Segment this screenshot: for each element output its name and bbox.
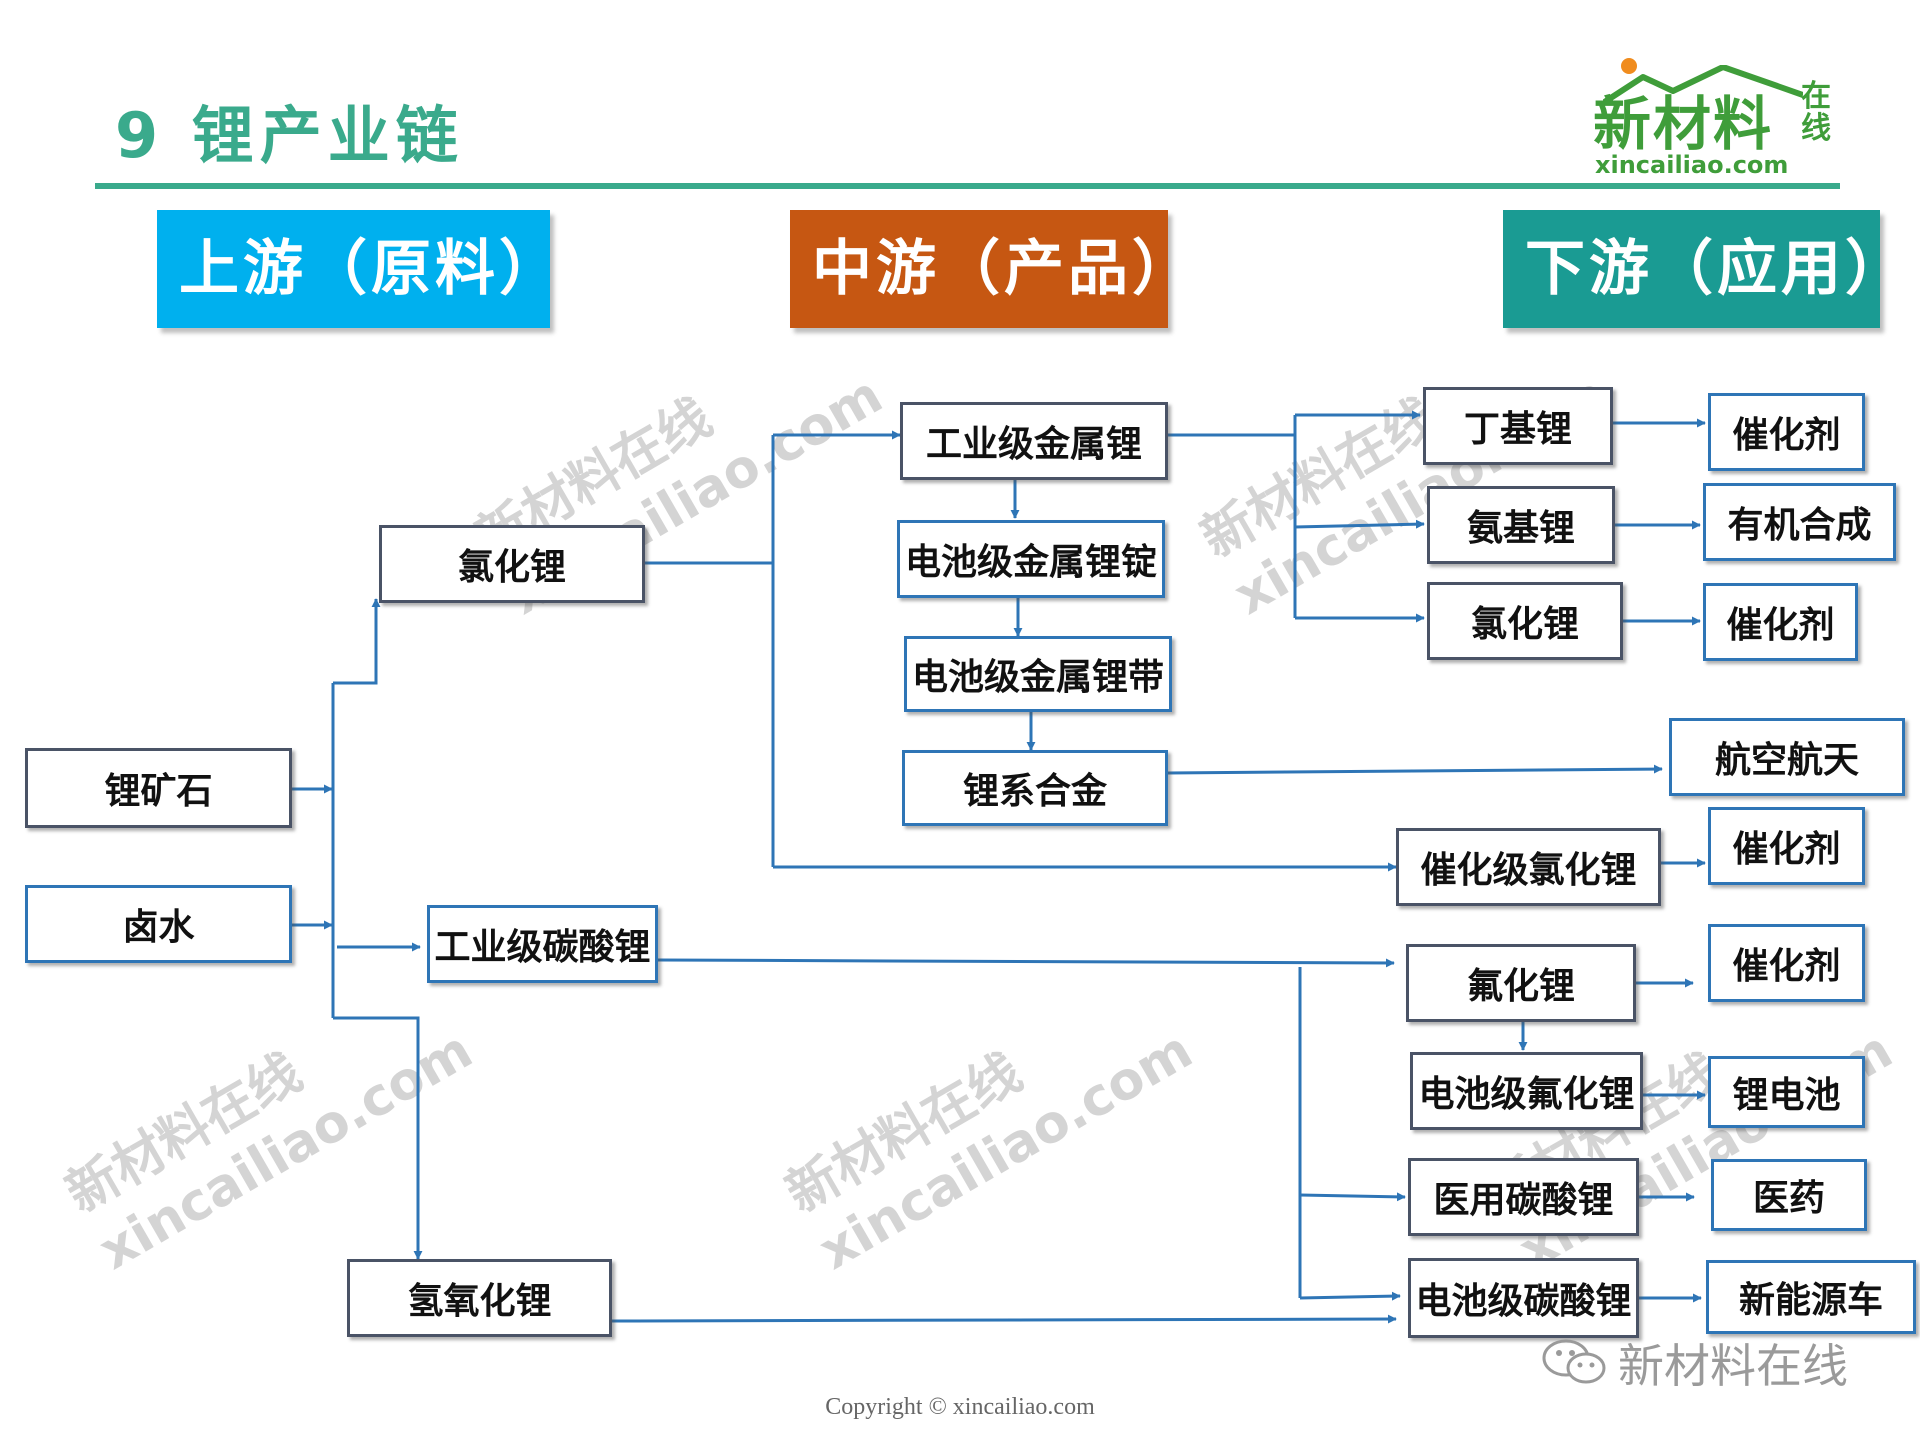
connector bbox=[1167, 764, 1663, 775]
node-battery-lithium-fluoride: 电池级氟化锂 bbox=[1410, 1052, 1643, 1130]
logo-side-text: 在线 bbox=[1801, 79, 1831, 146]
connector bbox=[333, 598, 381, 685]
node-aerospace: 航空航天 bbox=[1669, 718, 1905, 796]
node-butyl-lithium: 丁基锂 bbox=[1423, 387, 1613, 465]
connector bbox=[1299, 1291, 1401, 1301]
wechat-icon bbox=[1542, 1339, 1606, 1384]
node-catalyst-grade-lithium-chloride: 催化级氯化锂 bbox=[1396, 828, 1661, 906]
node-amino-lithium: 氨基锂 bbox=[1427, 486, 1615, 564]
logo-url: xincailiao.com bbox=[1595, 151, 1789, 179]
stage-downstream: 下游（应用） bbox=[1503, 210, 1905, 328]
node-lithium-hydroxide: 氢氧化锂 bbox=[347, 1259, 612, 1337]
stage-midstream: 中游（产品） bbox=[790, 210, 1192, 328]
node-lithium-chloride-product: 氯化锂 bbox=[1427, 582, 1623, 660]
connector bbox=[611, 1314, 1397, 1324]
node-medical-lithium-carbonate: 医用碳酸锂 bbox=[1408, 1158, 1639, 1236]
logo-roof-icon bbox=[1603, 65, 1803, 105]
node-battery-lithium-ingot: 电池级金属锂锭 bbox=[897, 520, 1165, 598]
node-medicine: 医药 bbox=[1711, 1159, 1867, 1231]
node-brine: 卤水 bbox=[25, 885, 292, 963]
node-battery-lithium-carbonate: 电池级碳酸锂 bbox=[1408, 1258, 1639, 1338]
node-organic-synthesis: 有机合成 bbox=[1703, 483, 1896, 561]
node-lithium-chloride: 氯化锂 bbox=[379, 525, 645, 603]
title-divider bbox=[95, 183, 1840, 189]
connector bbox=[333, 1016, 423, 1260]
node-catalyst: 催化剂 bbox=[1708, 924, 1865, 1002]
node-catalyst: 催化剂 bbox=[1703, 583, 1858, 661]
logo-text: 新材料 bbox=[1593, 90, 1774, 158]
wechat-badge: 新材料在线 bbox=[1540, 1330, 1880, 1393]
wechat-account-name: 新材料在线 bbox=[1618, 1339, 1848, 1393]
node-lithium-battery: 锂电池 bbox=[1708, 1056, 1865, 1128]
node-lithium-fluoride: 氟化锂 bbox=[1406, 944, 1636, 1022]
connector bbox=[657, 958, 1395, 968]
node-battery-lithium-strip: 电池级金属锂带 bbox=[904, 636, 1172, 712]
node-industrial-lithium-metal: 工业级金属锂 bbox=[900, 402, 1168, 480]
node-catalyst: 催化剂 bbox=[1708, 807, 1865, 885]
node-lithium-ore: 锂矿石 bbox=[25, 748, 292, 828]
brand-logo: 新材料 在线 xincailiao.com bbox=[1583, 55, 1843, 185]
node-new-energy-vehicle: 新能源车 bbox=[1706, 1260, 1916, 1334]
node-catalyst: 催化剂 bbox=[1708, 393, 1865, 471]
node-industrial-lithium-carbonate: 工业级碳酸锂 bbox=[427, 905, 658, 983]
page-title: 9 锂产业链 bbox=[115, 99, 464, 172]
copyright-text: Copyright © xincailiao.com bbox=[825, 1394, 1095, 1420]
logo-dot-icon bbox=[1621, 58, 1637, 74]
stage-upstream: 上游（原料） bbox=[157, 210, 559, 328]
connector bbox=[1294, 519, 1425, 529]
connector bbox=[1299, 1192, 1406, 1202]
node-lithium-alloy: 锂系合金 bbox=[902, 750, 1168, 826]
